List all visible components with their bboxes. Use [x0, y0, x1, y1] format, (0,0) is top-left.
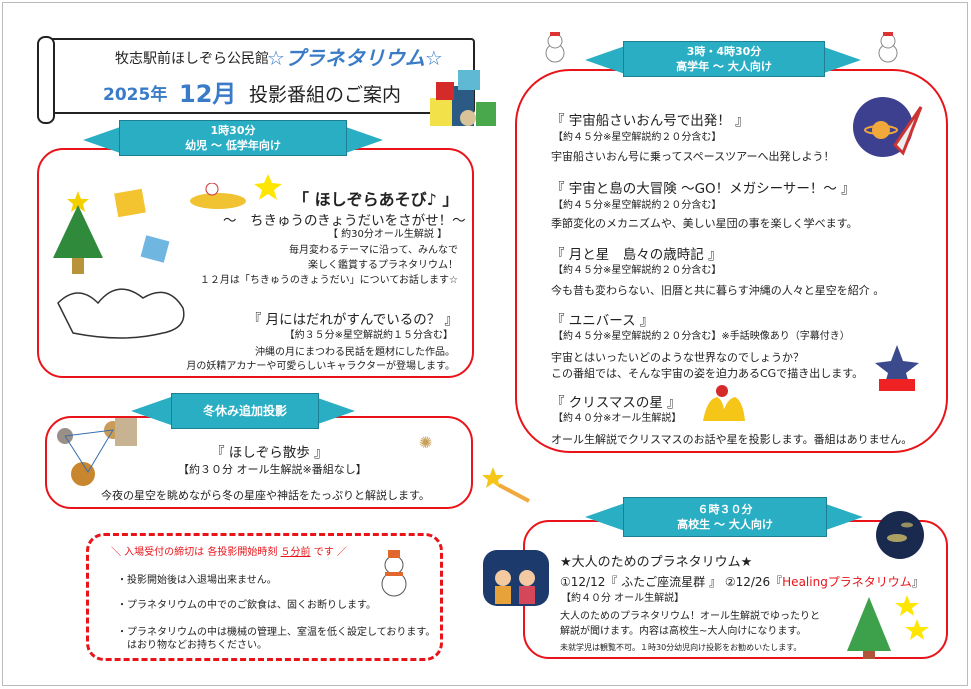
- program-duration: 【約４０分 オール生解説】: [561, 593, 685, 604]
- title-planetarium: ☆プラネタリウム☆: [267, 46, 443, 70]
- ribbon-label: 冬休み追加投影: [202, 403, 287, 418]
- program-title: 『 宇宙と島の大冒険 ～GO！メガシーサー！～ 』: [551, 181, 855, 197]
- program-title: 『 月と星 島々の歳時記 』: [551, 247, 722, 263]
- program-description: 季節変化のメカニズムや、美しい星団の事を楽しく学べます。: [551, 217, 858, 230]
- show-time: ６時３０分: [697, 503, 753, 516]
- program-duration: 【 約30分オール生解説 】: [328, 229, 448, 240]
- program-subtitle: ～ ちきゅうのきょうだいをさがせ！～: [223, 213, 466, 229]
- notice-item: ・プラネタリウムの中でのご飲食は、固くお断りします。: [117, 600, 376, 611]
- program-dates: ①12/12『 ふたご座流星群 』 ②12/26『Healingプラネタリウム』: [560, 573, 924, 590]
- title-scroll: 牧志駅前ほしぞら公民館 ☆プラネタリウム☆ 2025年 12月 投影番組のご案内: [37, 36, 475, 124]
- snowman-icon: [381, 550, 407, 597]
- program-title: 『 ほしぞら散歩 』: [211, 445, 328, 461]
- snowman-icon: [878, 32, 898, 63]
- program-description: 沖縄の月にまつわる民話を題材にした作品。 月の妖精アカナーや可愛らしいキャラクタ…: [153, 346, 455, 374]
- snowman-icon: [545, 32, 565, 63]
- ribbon-wing: [821, 46, 861, 74]
- ribbon-wing: [315, 397, 355, 425]
- audience: 高校生 ～ 大人向け: [677, 518, 773, 531]
- sparkle-icon: ✺: [419, 433, 433, 452]
- venue-name: 牧志駅前ほしぞら公民館: [115, 51, 269, 67]
- ribbon-afternoon: 3時・4時30分 高学年 ～ 大人向け: [623, 41, 825, 77]
- stargazing-kids-icon: [483, 550, 549, 606]
- notice-headline: ＼ 入場受付の締切は 各投影開始時刻 ５分前 です ／: [111, 543, 347, 558]
- shooting-star-icon: [482, 467, 530, 503]
- christmas-tree-stars-icon: [847, 595, 929, 659]
- program-duration: 【約３０分 オール生解説※番組なし】: [178, 463, 367, 476]
- headline-emphasis: ５分前: [280, 547, 311, 558]
- desc-line: 解説が聞けます。内容は高校生~大人向けになります。: [560, 626, 807, 637]
- year: 2025年: [103, 85, 168, 105]
- program-duration: 【約４５分※星空解説約２０分含む】※手話映像あり（字幕付き）: [553, 331, 850, 342]
- month: 12月: [179, 80, 237, 108]
- program-title: ★大人のためのプラネタリウム★: [560, 555, 753, 570]
- section-early-show: [37, 148, 474, 378]
- desc-line: １２月は「ちきゅうのきょうだい」についてお話します☆: [199, 275, 458, 286]
- program-description: 大人のためのプラネタリウム！オール生解説でゆったりと 解説が聞けます。内容は高校…: [560, 609, 820, 639]
- program-description: 今も昔も変わらない、旧暦と共に暮らす沖縄の人々と星空を紹介 。: [551, 284, 885, 297]
- program-description: 毎月変わるテーマに沿って、みんなで 楽しく鑑賞するプラネタリウム！ １２月は「ち…: [153, 243, 458, 288]
- audience: 幼児 ～ 低学年向け: [185, 139, 281, 152]
- program-note: 未就学児は観覧不可。１時30分幼児向け投影をお勧めいたします。: [560, 643, 802, 652]
- program-description: この番組では、そんな宇宙の姿を迫力あるCGで描き出します。: [551, 367, 864, 380]
- star-character-icon: [875, 345, 919, 391]
- galaxy-icon: [876, 511, 924, 559]
- christmas-bells-icon: [703, 385, 745, 421]
- program-description: 宇宙とはいったいどのような世界なのでしょうか？: [551, 351, 804, 364]
- star-icon: [254, 174, 282, 200]
- show-time: 3時・4時30分: [686, 45, 762, 58]
- desc-line: 毎月変わるテーマに沿って、みんなで: [289, 245, 458, 256]
- ribbon-evening: ６時３０分 高校生 ～ 大人向け: [623, 497, 827, 537]
- christmas-illustrations: [53, 183, 246, 339]
- gift-boxes-icon: [430, 70, 496, 126]
- ribbon-wing: [585, 503, 625, 531]
- program-description: 今夜の星空を眺めながら冬の星座や神話をたっぷりと解説します。: [101, 489, 430, 502]
- ribbon-wing: [585, 46, 625, 74]
- program-title: 「 ほしぞらあそび♪ 」: [293, 190, 459, 209]
- ribbon-1330: 1時30分 幼児 ～ 低学年向け: [119, 120, 347, 156]
- show-time: 1時30分: [210, 124, 256, 137]
- program-duration: 【約４５分※星空解説約２０分含む】: [553, 200, 722, 211]
- constellation-illustration: [57, 418, 137, 486]
- ribbon-wing: [823, 503, 863, 531]
- notice-box: [86, 533, 443, 661]
- desc-line: 楽しく鑑賞するプラネタリウム！: [308, 260, 458, 271]
- ribbon-wing: [83, 126, 123, 154]
- program-title: 『 ユニバース 』: [551, 313, 654, 329]
- program-title: 『 月にはだれがすんでいるの？ 』: [247, 312, 458, 328]
- date-item: ②12/26『: [724, 575, 783, 589]
- audience: 高学年 ～ 大人向け: [676, 60, 772, 73]
- program-duration: 【約４０分※オール生解説】: [553, 413, 682, 424]
- program-description: オール生解説でクリスマスのお話や星を投影します。番組はありません。: [551, 433, 913, 446]
- program-title: 『 宇宙船さいおん号で出発！ 』: [551, 113, 749, 129]
- date-item-title: Healingプラネタリウム: [782, 575, 912, 589]
- desc-line: 月の妖精アカナーや可愛らしいキャラクターが登場します。: [186, 361, 455, 372]
- date-item: ①12/12『 ふたご座流星群 』: [560, 575, 721, 589]
- headline-text: です ／: [313, 547, 347, 558]
- page-subtitle: 投影番組のご案内: [249, 84, 402, 106]
- date-item: 』: [911, 575, 924, 589]
- notice-item: ・プラネタリウムの中は機械の管理上、室温を低く設定しております。: [117, 627, 436, 638]
- program-duration: 【約４５分※星空解説約２０分含む】: [553, 132, 722, 143]
- ribbon-wing: [131, 397, 171, 425]
- space-rocket-icon: [853, 97, 923, 157]
- headline-text: ＼ 入場受付の締切は 各投影開始時刻: [111, 547, 278, 558]
- notice-item: はおり物などお持ちください。: [117, 640, 267, 651]
- desc-line: 大人のためのプラネタリウム！オール生解説でゆったりと: [560, 611, 820, 622]
- notice-item: ・投影開始後は入退場出来ません。: [117, 575, 277, 586]
- ribbon-winter: 冬休み追加投影: [171, 393, 319, 429]
- desc-line: 沖縄の月にまつわる民話を題材にした作品。: [255, 347, 455, 358]
- ribbon-wing: [343, 126, 383, 154]
- program-duration: 【約３５分※星空解説約１５分含む】: [284, 330, 453, 341]
- program-duration: 【約４５分※星空解説約２０分含む】: [553, 265, 722, 276]
- program-title: 『 クリスマスの星 』: [551, 395, 681, 411]
- program-description: 宇宙船さいおん号に乗ってスペースツアーへ出発しよう！: [551, 150, 835, 163]
